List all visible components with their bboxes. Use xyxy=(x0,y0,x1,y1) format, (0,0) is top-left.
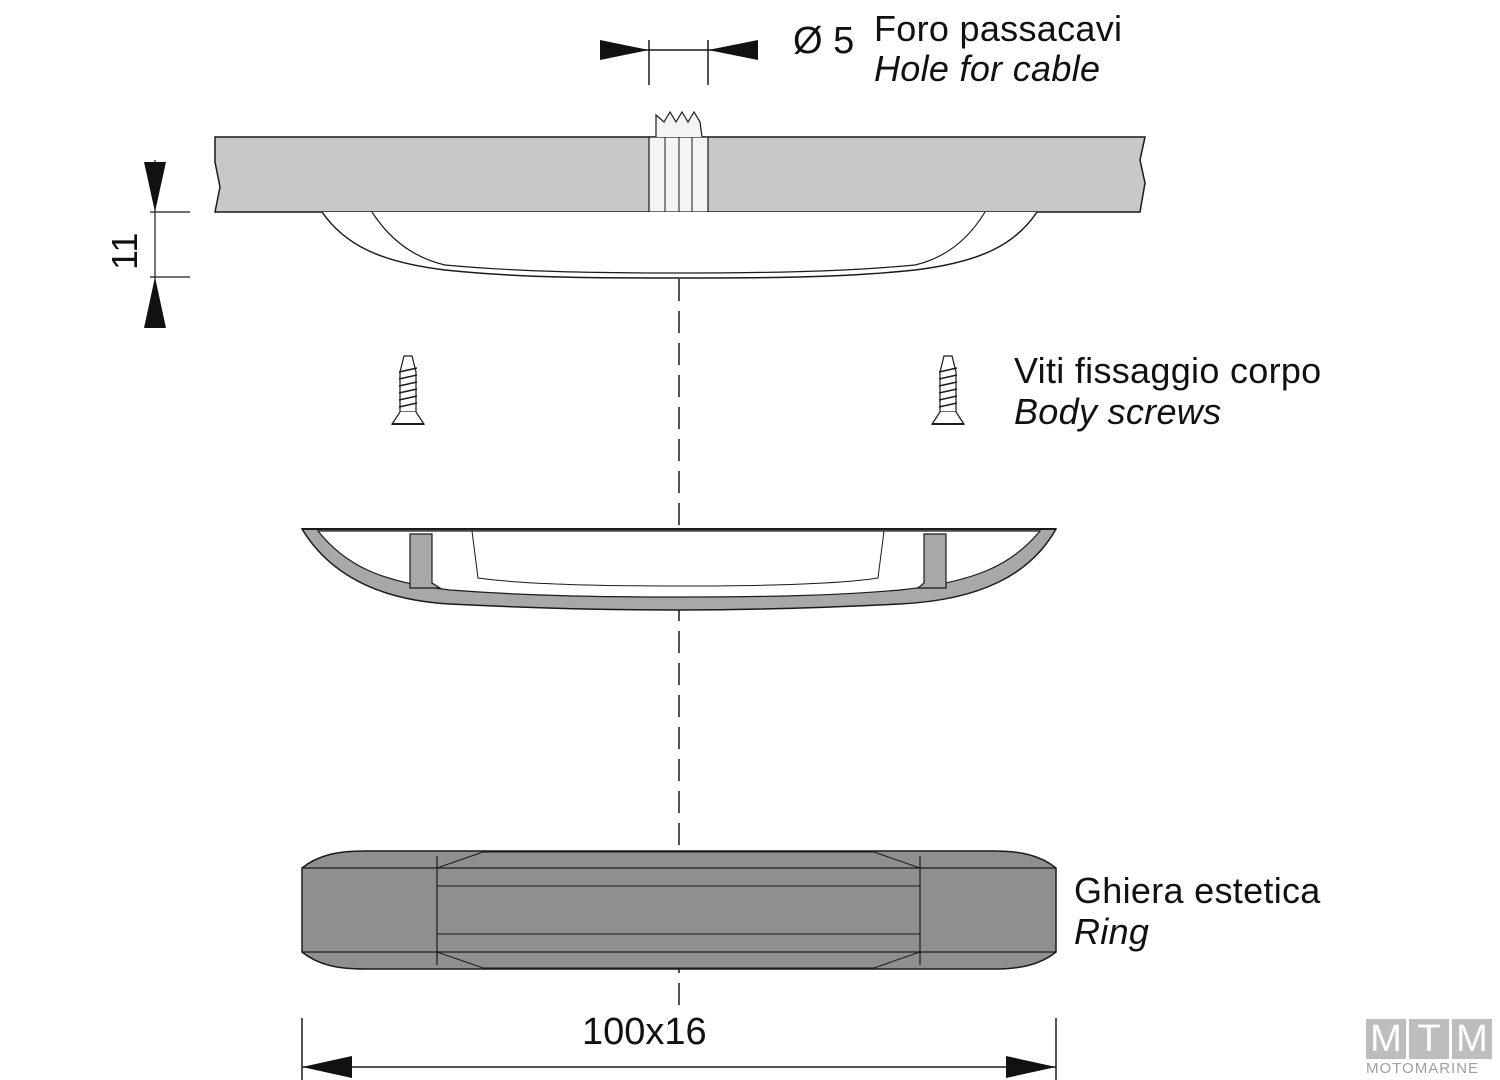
installed-lamp-profile xyxy=(321,211,1038,279)
hole-dimension xyxy=(600,40,758,85)
panel-section xyxy=(214,110,1146,213)
motomarine-logo: M T M MOTOMARINE xyxy=(1366,1019,1496,1079)
size-dimension-label: 100x16 xyxy=(582,1011,707,1053)
logo-letter: M xyxy=(1366,1019,1406,1059)
arrow-down-icon xyxy=(144,162,166,212)
logo-letter: M xyxy=(1452,1019,1492,1059)
screws-label-it: Viti fissaggio corpo xyxy=(1014,350,1322,391)
hole-diameter-label: Ø 5 xyxy=(793,20,855,62)
ring-label-en: Ring xyxy=(1074,911,1150,952)
screw-right xyxy=(930,355,966,425)
logo-letter: T xyxy=(1409,1019,1449,1059)
lamp-body-section xyxy=(300,528,1058,611)
hole-label-it: Foro passacavi xyxy=(874,8,1123,49)
logo-caption: MOTOMARINE xyxy=(1366,1060,1480,1077)
arrow-right-icon xyxy=(1006,1056,1056,1078)
arrow-left-icon xyxy=(708,40,758,60)
ring-front-view xyxy=(301,850,1057,970)
hole-label-en: Hole for cable xyxy=(874,48,1101,89)
arrow-left-icon xyxy=(302,1056,352,1078)
height-dimension-label: 11 xyxy=(104,232,145,270)
ring-label-it: Ghiera estetica xyxy=(1074,870,1321,911)
arrow-up-icon xyxy=(144,277,166,328)
height-dimension xyxy=(144,160,190,328)
arrow-right-icon xyxy=(600,40,649,60)
screw-left xyxy=(390,355,426,425)
screws-label-en: Body screws xyxy=(1014,391,1222,432)
width-dimension xyxy=(301,1018,1057,1080)
